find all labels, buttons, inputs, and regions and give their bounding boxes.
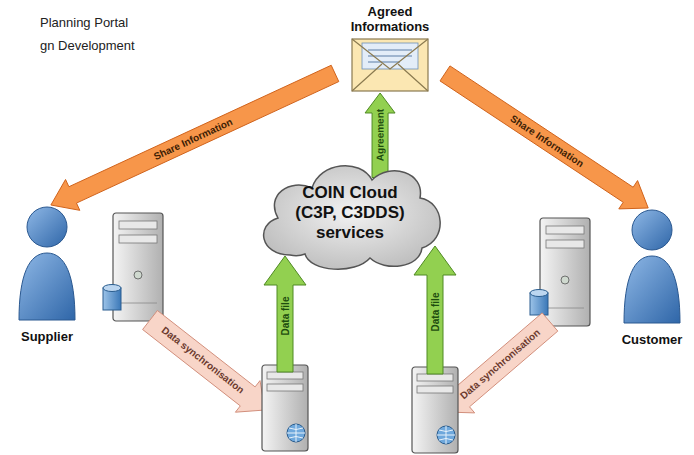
edge-label: Share Information: [152, 116, 234, 162]
actor-label: Customer: [614, 326, 690, 347]
block-arrow: [440, 66, 648, 209]
envelope-icon: [350, 37, 430, 93]
data-file-arrow: [264, 256, 306, 372]
supplier-database: [103, 285, 121, 311]
page-heading: Planning Portal: [40, 15, 128, 30]
person-icon: [619, 208, 685, 326]
sync-arrow: [445, 313, 558, 413]
page-heading: gn Development: [40, 38, 135, 53]
edge-label: Share Information: [508, 112, 585, 168]
arrow-label: Data file: [280, 297, 291, 336]
web-server: [262, 365, 308, 451]
sync-arrow: [143, 311, 265, 413]
arrow-label: Data synchronisation: [458, 327, 542, 402]
edge-label: Agreement: [375, 109, 386, 161]
data-file-arrow: [414, 246, 456, 374]
envelope-node: Agreed Informations: [335, 4, 445, 93]
arrow-label: Data file: [430, 293, 441, 332]
cloud-title: COIN Cloud (C3P, C3DDS) services: [284, 183, 416, 243]
web-server: [412, 367, 458, 453]
customer-database: [530, 290, 548, 316]
person-node: Customer: [614, 208, 690, 347]
actor-label: Supplier: [8, 323, 86, 344]
person-node: Supplier: [8, 205, 86, 344]
envelope-heading: Agreed Informations: [344, 4, 436, 34]
cloud-node: COIN Cloud (C3P, C3DDS) services: [250, 150, 450, 275]
arrow-label: Data synchronisation: [160, 324, 247, 395]
person-icon: [14, 205, 80, 323]
block-arrow: [365, 93, 395, 178]
